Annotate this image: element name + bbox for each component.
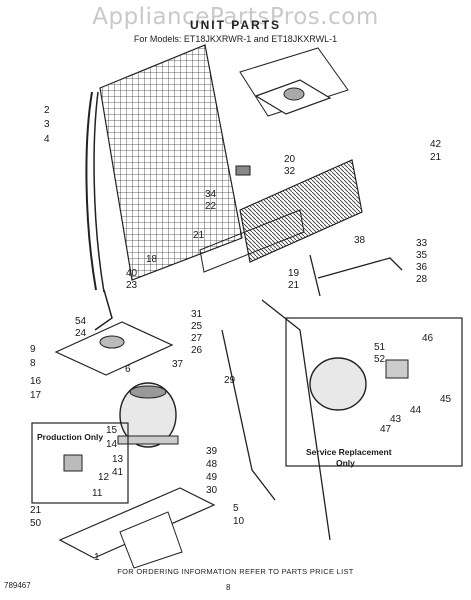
callout: 30 [206, 485, 218, 496]
service-replacement-box [285, 317, 463, 467]
callout: 20 [284, 154, 296, 165]
callout: 43 [390, 414, 402, 425]
callout: 40 [126, 268, 138, 279]
callout: 31 [191, 309, 203, 320]
callout: 2 [44, 105, 50, 116]
callout: 23 [126, 280, 138, 291]
callout: 44 [410, 405, 422, 416]
callout: 48 [206, 459, 218, 470]
callout: 21 [193, 230, 205, 241]
service-relay [385, 359, 409, 379]
relay-part [63, 454, 83, 472]
evaporator-assembly [199, 159, 363, 273]
callout: 12 [98, 472, 110, 483]
ordering-note: FOR ORDERING INFORMATION REFER TO PARTS … [117, 567, 354, 576]
callout: 19 [288, 268, 300, 279]
callout: 4 [44, 134, 50, 145]
callout: 21 [288, 280, 300, 291]
callout: 3 [44, 119, 50, 130]
service-replacement-label: Service Replacement [306, 447, 392, 457]
callout: 49 [206, 472, 218, 483]
callout: 46 [422, 333, 434, 344]
refrigerant-tubing [221, 254, 403, 541]
drain-pan-box [239, 47, 349, 117]
callout: 42 [430, 139, 442, 150]
base-rail [58, 487, 216, 569]
callout: 27 [191, 333, 203, 344]
callout: 51 [374, 342, 386, 353]
callout: 47 [380, 424, 392, 435]
callout: 26 [191, 345, 203, 356]
callout: 50 [30, 518, 42, 529]
callout: 16 [30, 376, 42, 387]
callout: 14 [106, 439, 118, 450]
callout: 25 [191, 321, 203, 332]
page-number: 8 [226, 583, 231, 592]
callout: 28 [416, 274, 428, 285]
callout: 41 [112, 467, 124, 478]
production-only-box [31, 422, 129, 504]
callout: 8 [30, 358, 36, 369]
callout: 17 [30, 390, 42, 401]
condenser-coil [85, 44, 243, 331]
callout: 52 [374, 354, 386, 365]
callout: 15 [106, 425, 118, 436]
callout: 1 [94, 552, 100, 563]
compressor [117, 382, 179, 448]
callout: 36 [416, 262, 428, 273]
callout: 54 [75, 316, 87, 327]
drip-tray [54, 321, 174, 376]
callout: 18 [146, 254, 158, 265]
watermark: AppliancePartsPros.com [92, 4, 379, 30]
callout: 10 [233, 516, 245, 527]
callout: 6 [125, 364, 131, 375]
callout: 9 [30, 344, 36, 355]
callout: 5 [233, 503, 239, 514]
callout: 37 [172, 359, 184, 370]
callout: 35 [416, 250, 428, 261]
callout: 34 [205, 189, 217, 200]
callout: 21 [30, 505, 42, 516]
callout: 39 [206, 446, 218, 457]
callout: 11 [92, 488, 103, 499]
callout: 29 [224, 375, 236, 386]
model-subtitle: For Models: ET18JKXRWR-1 and ET18JKXRWL-… [133, 34, 338, 44]
callout: 21 [430, 152, 442, 163]
callout: 38 [354, 235, 366, 246]
document-number: 789467 [4, 581, 31, 590]
page-title: UNIT PARTS [189, 18, 282, 32]
callout: 22 [205, 201, 217, 212]
callout-numbers: 2 3 4 20 32 42 21 34 22 21 18 40 23 38 3… [30, 105, 452, 563]
production-only-label: Production Only [37, 432, 103, 442]
callout: 33 [416, 238, 428, 249]
service-only-label: Only [336, 458, 355, 468]
service-compressor [309, 357, 367, 411]
callout: 32 [284, 166, 296, 177]
callout: 24 [75, 328, 87, 339]
callout: 13 [112, 454, 124, 465]
callout: 45 [440, 394, 452, 405]
